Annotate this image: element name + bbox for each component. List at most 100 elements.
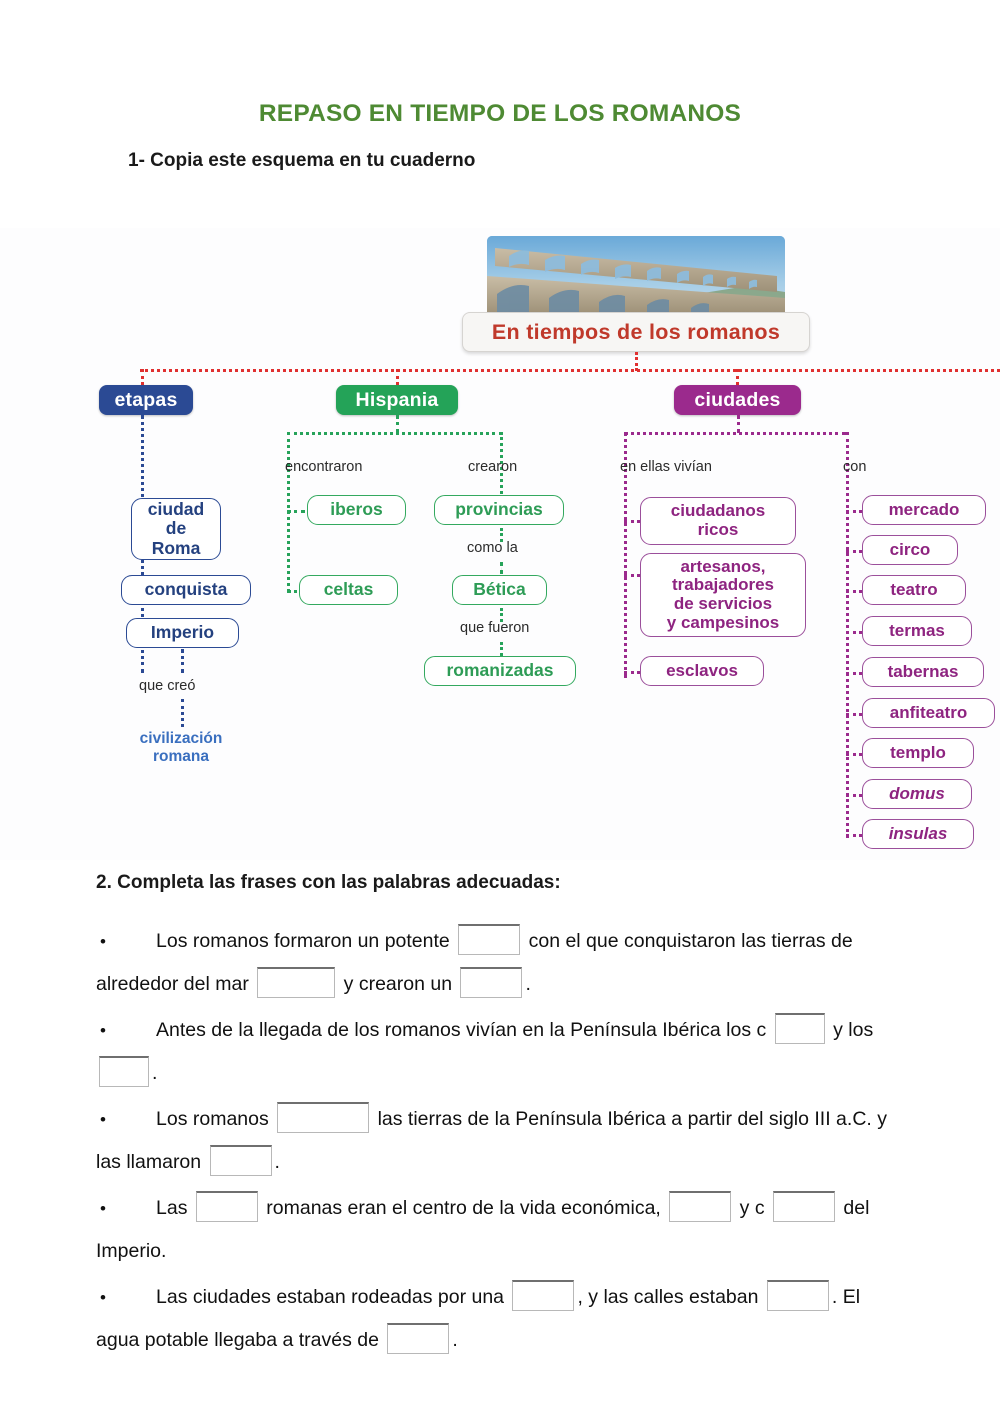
node-label: tabernas [887,661,959,681]
sentence-text: . El agua potable llegaba a través de [96,1286,861,1351]
node-betica[interactable]: Bética [452,575,547,605]
trunk-drop-ciudades [736,369,739,385]
sentence-text: romanas eran el centro de la vida económ… [260,1197,667,1219]
bullet-icon: • [100,1021,106,1040]
answer-blank-3-2[interactable] [209,1145,272,1176]
hispania-chain-2a [500,608,503,622]
answer-blank-4-2[interactable] [669,1191,732,1222]
sentence-text: y los [827,1019,874,1041]
node-tabernas[interactable]: tabernas [862,657,984,687]
answer-blank-4-1[interactable] [195,1191,258,1222]
ciudades-bus [624,432,846,435]
node-conquista[interactable]: conquista [121,575,251,605]
etapas-tail-2 [181,699,184,727]
hispania-left-stub-2 [287,590,305,593]
answer-blank-1-1[interactable] [458,924,521,955]
node-mercado[interactable]: mercado [862,495,986,525]
node-label: artesanos, trabajadores de servicios y c… [666,556,780,632]
bullet-icon: • [100,1110,106,1129]
connector-word-que-fueron: que fueron [460,620,530,636]
node-templo[interactable]: templo [862,738,974,768]
ciudades-right-stub-8 [846,794,862,797]
ciudades-left-stub-3 [624,671,640,674]
trunk-drop-hispania [396,369,399,385]
sentence-text: Los romanos formaron un potente [156,930,456,952]
instruction-2: 2. Completa las frases con las palabras … [96,872,561,893]
exercise-item: •Los romanos formaron un potente con el … [96,920,896,1005]
node-insulas[interactable]: insulas [862,819,974,849]
node-label: mercado [888,499,960,519]
hispania-chain-1a [500,528,503,542]
node-celtas[interactable]: celtas [299,575,398,605]
answer-blank-2-2[interactable] [99,1056,149,1087]
answer-blank-4-3[interactable] [773,1191,836,1222]
answer-blank-3-1[interactable] [277,1102,370,1133]
bullet-icon: • [100,1288,106,1307]
node-label: ciudadanos ricos [670,501,766,539]
sentence-text: . [525,973,531,995]
ciudades-left-stub-2 [624,574,640,577]
ciudades-stem [737,415,740,433]
node-circo[interactable]: circo [862,535,958,565]
node-ciudadanos-ricos[interactable]: ciudadanos ricos [640,497,796,545]
connector-word-crearon: crearon [468,459,518,475]
node-domus[interactable]: domus [862,779,972,809]
answer-blank-1-3[interactable] [460,967,523,998]
sentence-text: del Imperio. [96,1197,870,1262]
ciudades-right-spine [846,432,849,838]
answer-blank-5-3[interactable] [387,1323,450,1354]
node-esclavos[interactable]: esclavos [640,656,764,686]
node-label: conquista [144,579,228,600]
answer-blank-1-2[interactable] [257,967,336,998]
node-artesanos-trabajadores[interactable]: artesanos, trabajadores de servicios y c… [640,553,806,637]
sentence-text: . [152,1062,158,1084]
node-label: celtas [323,579,374,600]
node-label: ciudad de Roma [147,499,205,558]
answer-blank-2-1[interactable] [774,1013,825,1044]
ciudades-right-stub-4 [846,631,862,634]
node-teatro[interactable]: teatro [862,575,966,605]
hispania-stem [396,415,399,433]
sentence-text: Antes de la llegada de los romanos vivía… [156,1019,772,1041]
sentence-text: , y las calles estaban [577,1286,764,1308]
node-iberos[interactable]: iberos [307,495,406,525]
ciudades-right-stub-6 [846,713,862,716]
bullet-icon: • [100,1199,106,1218]
ciudades-left-stub-1 [624,520,640,523]
node-romanizadas[interactable]: romanizadas [424,656,576,686]
exercise-item: • Las ciudades estaban rodeadas por una ,… [96,1276,896,1361]
ciudades-right-stub-5 [846,672,862,675]
branch-badge-hispania[interactable]: Hispania [336,385,458,415]
fill-in-the-blank-exercise: •Los romanos formaron un potente con el … [96,920,896,1365]
branch-badge-ciudades[interactable]: ciudades [674,385,801,415]
diagram-header-label: En tiempos de los romanos [462,312,810,352]
node-termas[interactable]: termas [862,616,972,646]
etapas-tail-1 [181,649,184,673]
node-provincias[interactable]: provincias [434,495,564,525]
node-label: Bética [473,579,526,600]
node-label: insulas [888,823,948,843]
ciudades-right-stub-2 [846,550,862,553]
page-title: REPASO EN TIEMPO DE LOS ROMANOS [258,100,742,127]
branch-badge-etapas[interactable]: etapas [99,385,193,415]
trunk-horizontal-connector [140,369,1000,372]
trunk-vertical-connector [635,352,638,371]
node-anfiteatro[interactable]: anfiteatro [862,698,995,728]
sentence-text: . [452,1329,458,1351]
sentence-text: . [274,1151,280,1173]
answer-blank-5-2[interactable] [766,1280,829,1311]
node-imperio[interactable]: Imperio [126,618,239,648]
node-label: templo [890,742,946,762]
node-ciudad-de-roma[interactable]: ciudad de Roma [131,498,221,560]
concept-map-diagram: En tiempos de los romanos etapas ciudad … [0,228,1000,860]
sentence-text: y c [734,1197,771,1219]
exercise-item: •Los romanos las tierras de la Península… [96,1098,896,1183]
ciudades-right-stub-7 [846,753,862,756]
connector-word-encontraron: encontraron [285,459,363,475]
answer-blank-5-1[interactable] [512,1280,575,1311]
sentence-text: Las ciudades estaban rodeadas por una [156,1286,510,1308]
sentence-text: las tierras de la Península Ibérica a pa… [96,1108,887,1173]
sentence-text: Las [156,1197,193,1219]
connector-word-en-ellas-vivian: en ellas vivían [620,459,712,475]
roman-aqueduct-photo [487,236,785,314]
